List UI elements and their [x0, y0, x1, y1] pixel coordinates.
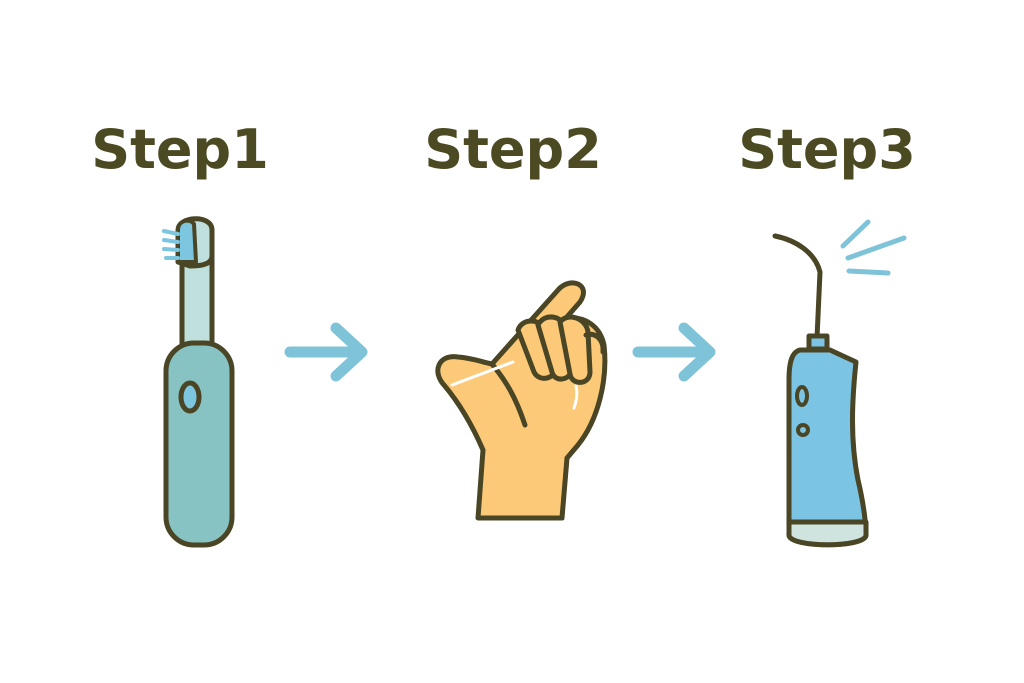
electric-toothbrush-icon	[162, 216, 235, 548]
water-flosser-icon	[772, 233, 869, 548]
hand-flossing-icon	[435, 280, 608, 521]
step-3-title: Step3	[738, 118, 916, 181]
step-2-title: Step2	[424, 118, 602, 181]
arrow-right-icon	[632, 322, 716, 382]
step-1-title: Step1	[91, 118, 269, 181]
arrow-right-icon	[284, 322, 368, 382]
water-spray-icon	[840, 219, 907, 276]
